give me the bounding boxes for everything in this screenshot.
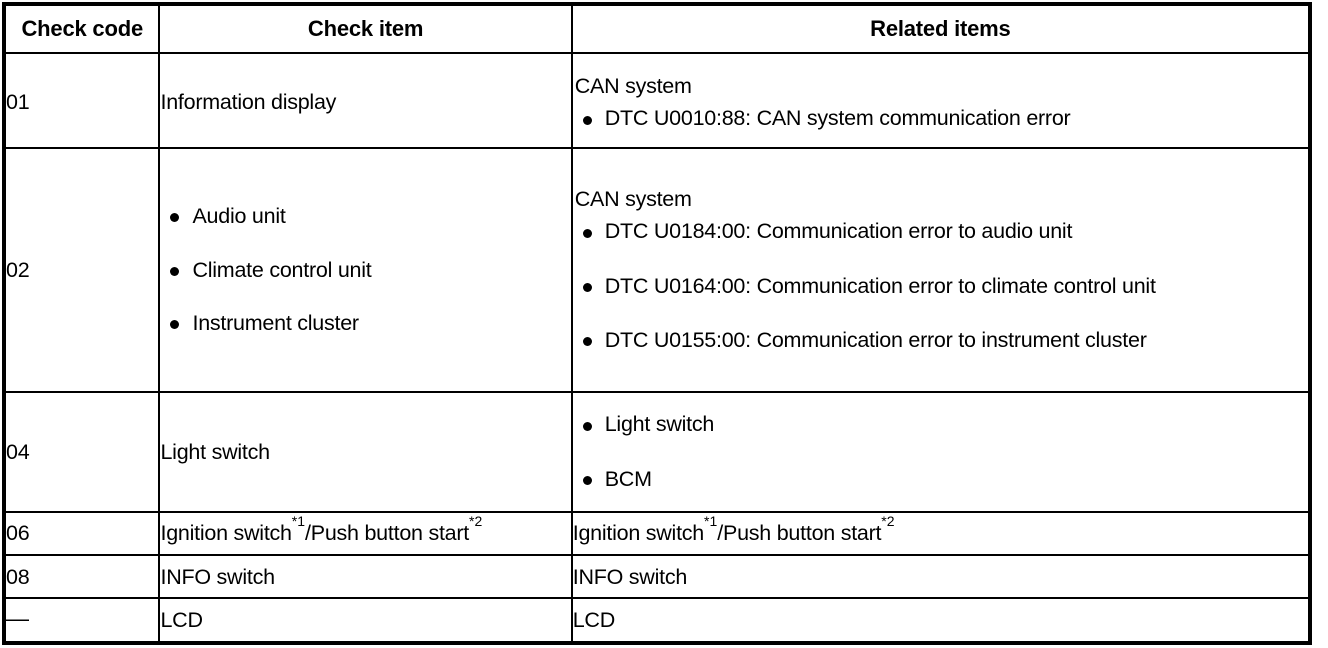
footnote-marker-2: *2 — [881, 512, 895, 529]
list-item: Light switch — [573, 410, 1308, 438]
push-button-start-label: /Push button start — [717, 521, 882, 546]
header-check-item: Check item — [158, 3, 573, 54]
header-check-code: Check code — [2, 3, 161, 54]
cell-related-items: CAN system DTC U0184:00: Communication e… — [570, 146, 1312, 393]
related-lead-text: CAN system — [574, 74, 692, 99]
cell-check-item: Ignition switch*1/Push button start*2 — [158, 511, 573, 557]
list-item: DTC U0010:88: CAN system communication e… — [573, 104, 1308, 132]
table-row: 08 INFO switch INFO switch — [2, 554, 1312, 600]
footnote-marker-1: *1 — [291, 512, 305, 529]
check-item-text: Ignition switch*1/Push button start*2 — [160, 514, 482, 546]
list-item: Instrument cluster — [160, 309, 570, 337]
related-bullet-list: Light switch BCM — [573, 410, 1308, 493]
footnote-marker-2: *2 — [469, 512, 483, 529]
table-row: 06 Ignition switch*1/Push button start*2… — [2, 511, 1312, 557]
cell-check-code: 01 — [2, 52, 161, 149]
push-button-start-label: /Push button start — [305, 521, 470, 546]
table-row: 04 Light switch Light switch BCM — [2, 390, 1312, 514]
cell-check-code: 06 — [2, 511, 161, 557]
table-header: Check code Check item Related items — [2, 3, 1312, 54]
header-row: Check code Check item Related items — [2, 3, 1312, 54]
cell-check-code: 04 — [2, 390, 161, 514]
cell-check-item: LCD — [158, 597, 573, 644]
cell-related-items: LCD — [570, 597, 1312, 644]
related-bullet-list: DTC U0010:88: CAN system communication e… — [573, 104, 1308, 132]
ignition-switch-label: Ignition switch — [572, 521, 705, 546]
cell-related-items: Ignition switch*1/Push button start*2 — [570, 511, 1312, 557]
cell-check-code: 08 — [2, 554, 161, 600]
table-row: 01 Information display CAN system DTC U0… — [2, 52, 1312, 149]
cell-check-item: Audio unit Climate control unit Instrume… — [158, 146, 573, 393]
list-item: Climate control unit — [160, 256, 570, 284]
related-item-text: Ignition switch*1/Push button start*2 — [572, 514, 895, 546]
list-item: DTC U0155:00: Communication error to ins… — [573, 326, 1308, 354]
cell-check-code: — — [2, 597, 161, 644]
related-bullet-list: DTC U0184:00: Communication error to aud… — [573, 217, 1308, 354]
list-item: BCM — [573, 465, 1308, 493]
cell-check-item: Light switch — [158, 390, 573, 514]
cell-related-items: INFO switch — [570, 554, 1312, 600]
table-row: — LCD LCD — [2, 597, 1312, 644]
header-related-items: Related items — [570, 3, 1312, 54]
check-item-bullet-list: Audio unit Climate control unit Instrume… — [160, 202, 570, 337]
check-code-table: Check code Check item Related items 01 I… — [2, 2, 1312, 645]
related-lead-text: CAN system — [574, 186, 692, 211]
cell-related-items: CAN system DTC U0010:88: CAN system comm… — [570, 52, 1312, 149]
list-item: DTC U0184:00: Communication error to aud… — [573, 217, 1308, 245]
list-item: Audio unit — [160, 202, 570, 230]
cell-check-item: Information display — [158, 52, 573, 149]
table-row: 02 Audio unit Climate control unit Instr… — [2, 146, 1312, 393]
cell-related-items: Light switch BCM — [570, 390, 1312, 514]
footnote-marker-1: *1 — [704, 512, 718, 529]
cell-check-code: 02 — [2, 146, 161, 393]
em-dash-text: — — [6, 604, 29, 631]
cell-check-item: INFO switch — [158, 554, 573, 600]
list-item: DTC U0164:00: Communication error to cli… — [573, 272, 1308, 300]
table-body: 01 Information display CAN system DTC U0… — [2, 52, 1312, 644]
ignition-switch-label: Ignition switch — [160, 521, 292, 546]
